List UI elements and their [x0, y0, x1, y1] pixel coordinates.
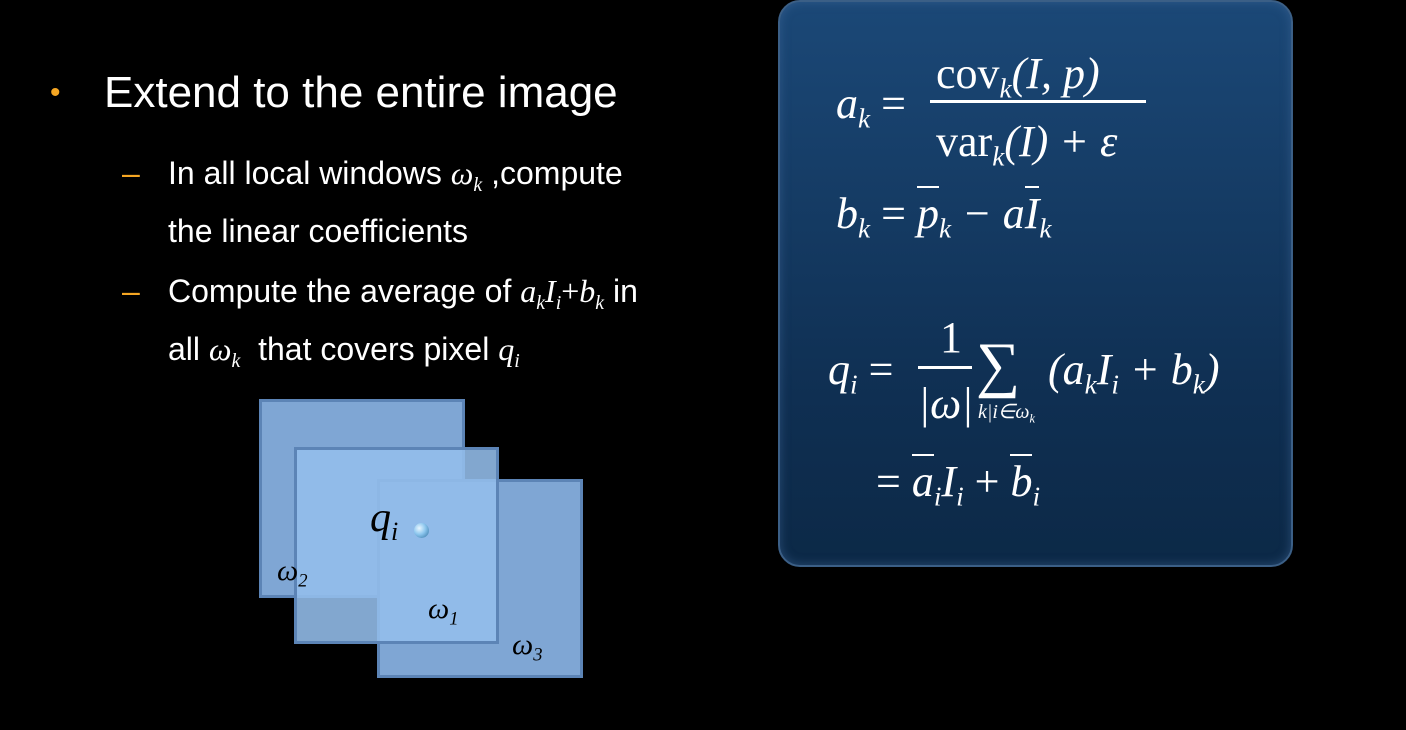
- text: − a: [951, 189, 1025, 238]
- sub-dash: –: [122, 155, 140, 191]
- sub-dash: –: [122, 273, 140, 309]
- bullet-text: Extend to the entire image: [104, 68, 618, 117]
- sum-body: (akIi + bk): [1048, 348, 1219, 399]
- equals: =: [881, 189, 906, 238]
- math-I: I: [545, 273, 556, 309]
- text: +: [963, 457, 1011, 506]
- main-bullet: • Extend to the entire image: [50, 66, 618, 120]
- math-a: a: [520, 273, 537, 309]
- subscript: 1: [449, 608, 459, 630]
- math-b-bar: b: [1010, 454, 1033, 506]
- subscript: i: [933, 481, 942, 512]
- equals: =: [881, 79, 906, 128]
- text: all: [168, 330, 209, 367]
- math-a-bar: a: [911, 454, 934, 506]
- math-q: q: [498, 330, 515, 367]
- subscript: k: [1192, 369, 1205, 400]
- bullet-dot: •: [50, 76, 61, 109]
- subscript: k: [595, 291, 605, 314]
- subscript: k: [938, 213, 952, 244]
- text: ,compute: [482, 155, 623, 191]
- subscript: i: [555, 291, 562, 314]
- text: that covers pixel: [240, 330, 499, 367]
- window-omega-1: [294, 447, 499, 644]
- omega-symbol: ω: [450, 155, 474, 191]
- text: ω: [428, 592, 450, 625]
- text: ): [1204, 345, 1220, 394]
- subscript: i: [956, 481, 964, 512]
- text: In all local windows: [168, 155, 451, 191]
- formula-panel: ak = covk(I, p) vark(I) + ε bk = pk − aI…: [778, 0, 1293, 567]
- subscript: k: [1084, 369, 1097, 400]
- pixel-label-q: qi: [370, 494, 398, 547]
- math-q: q: [828, 345, 850, 394]
- math-b: b: [579, 273, 596, 309]
- text: (I) + ε: [1004, 117, 1118, 166]
- text: ω: [277, 554, 299, 587]
- text: I: [1096, 345, 1112, 394]
- math-a: a: [836, 79, 858, 128]
- label-omega-1: ω1: [428, 592, 458, 631]
- sub-bullet-1-text: In all local windows ωk ,compute the lin…: [168, 150, 623, 254]
- math-I: I: [941, 457, 957, 506]
- sum-symbol: ∑: [976, 331, 1021, 399]
- formula-ak-lhs: ak =: [836, 82, 906, 133]
- subscript: k: [536, 291, 546, 314]
- subscript: i: [1032, 481, 1041, 512]
- text: (I, p): [1011, 49, 1100, 98]
- text: the linear coefficients: [168, 212, 469, 249]
- pixel-point-icon: [414, 523, 429, 538]
- omega-symbol: ω: [208, 330, 232, 367]
- text: (a: [1048, 345, 1085, 394]
- subscript: i: [514, 349, 520, 372]
- subscript: i: [391, 517, 399, 547]
- fraction-line: [930, 100, 1146, 103]
- subscript: i: [850, 369, 858, 400]
- math-p-bar: p: [916, 186, 939, 238]
- text: + b: [1119, 345, 1193, 394]
- text: in: [604, 273, 638, 309]
- text: cov: [936, 49, 1000, 98]
- subscript: k: [1029, 411, 1035, 426]
- math-plus: +: [561, 273, 580, 309]
- subscript: k: [999, 73, 1012, 104]
- formula-qi-result: = aiIi + bi: [876, 454, 1041, 512]
- text: ω: [512, 628, 534, 661]
- subscript: 3: [533, 644, 543, 666]
- subscript: k: [858, 103, 871, 134]
- sub-bullet-1: – In all local windows ωk ,compute the l…: [122, 150, 623, 254]
- label-omega-3: ω3: [512, 628, 542, 667]
- subscript: k: [473, 173, 483, 196]
- text: Compute the average of: [168, 273, 521, 309]
- subscript: k: [858, 213, 871, 244]
- text: var: [936, 117, 993, 166]
- subscript: k: [231, 349, 241, 372]
- sum-subscript: k|i∈ωk: [978, 402, 1035, 425]
- formula-bk: bk = pk − aIk: [836, 186, 1052, 244]
- text: k|i∈ω: [978, 401, 1030, 423]
- equals: =: [868, 345, 894, 394]
- subscript: k: [1039, 213, 1052, 244]
- sub-bullet-2-text: Compute the average of akIi+bk in all ωk…: [168, 268, 638, 384]
- label-omega-2: ω2: [277, 554, 307, 593]
- sub-bullet-2: – Compute the average of akIi+bk in all …: [122, 268, 638, 384]
- subscript: i: [1111, 369, 1119, 400]
- formula-ak-denominator: vark(I) + ε: [936, 120, 1117, 171]
- subscript: 2: [298, 570, 308, 592]
- subscript: k: [992, 141, 1005, 172]
- formula-qi-lhs: qi =: [828, 348, 893, 399]
- formula-qi-denominator: |ω|: [918, 379, 974, 428]
- formula-ak-numerator: covk(I, p): [936, 52, 1100, 103]
- text: q: [370, 495, 391, 541]
- fraction-line: [918, 366, 972, 369]
- equals: =: [876, 457, 901, 506]
- math-I-bar: I: [1024, 186, 1040, 238]
- math-b: b: [836, 189, 858, 238]
- formula-qi-numerator: 1: [940, 313, 962, 362]
